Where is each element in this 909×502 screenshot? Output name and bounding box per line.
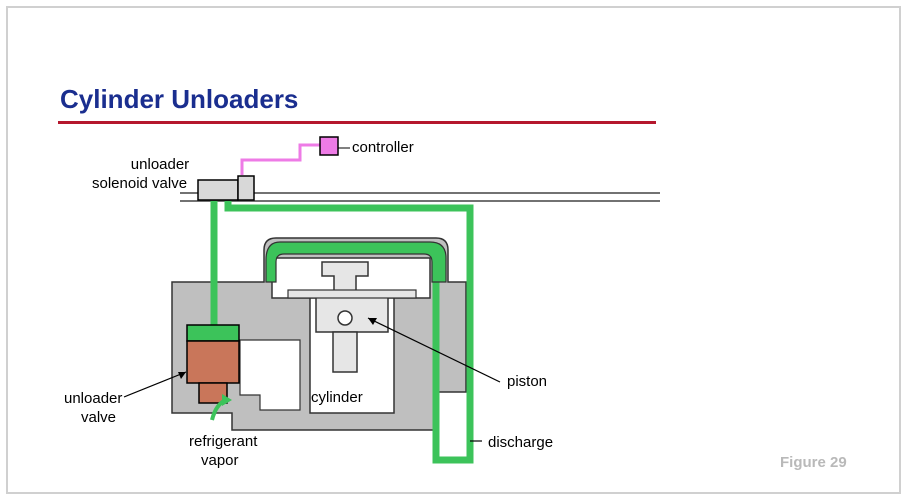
solenoid-valve-cap	[237, 175, 255, 201]
cylinder-label: cylinder	[311, 389, 363, 406]
piston-leader-head	[368, 318, 377, 325]
controller-box	[319, 136, 339, 156]
unloader-label-line1: unloader	[64, 390, 123, 407]
controller-wire	[240, 143, 320, 175]
piston	[315, 295, 389, 333]
unloader-valve-body	[186, 340, 240, 384]
gas-line-discharge	[224, 201, 474, 464]
solenoid-valve-body	[197, 179, 239, 201]
unloader-label-line2: valve	[81, 409, 117, 426]
head-gas-chamber	[265, 241, 447, 283]
discharge-label: discharge	[488, 434, 554, 451]
valve-plate	[287, 289, 417, 299]
unloader-valve-leader	[123, 371, 187, 398]
refrigerant-arrowhead	[222, 394, 232, 406]
housing-passage	[239, 339, 301, 411]
connecting-rod	[332, 331, 358, 373]
unloader-valve-top	[186, 324, 240, 342]
figure-number: Figure 29	[780, 454, 847, 471]
title-underline	[58, 121, 656, 124]
unloader-valve-leader-head	[178, 372, 186, 379]
piston-leader	[367, 317, 501, 383]
solenoid-label-line2: solenoid valve	[92, 175, 188, 192]
solenoid-label-line1: unloader	[130, 156, 190, 173]
slide-frame	[6, 6, 901, 494]
unloader-valve-stem	[198, 382, 228, 404]
slide-title: Cylinder Unloaders	[60, 84, 299, 114]
piston-label: piston	[507, 373, 548, 390]
piston-pin	[337, 310, 353, 326]
refrigerant-label-line1: refrigerant	[189, 433, 258, 450]
refrigerant-label-line2: vapor	[201, 452, 239, 469]
controller-label: controller	[352, 139, 414, 156]
